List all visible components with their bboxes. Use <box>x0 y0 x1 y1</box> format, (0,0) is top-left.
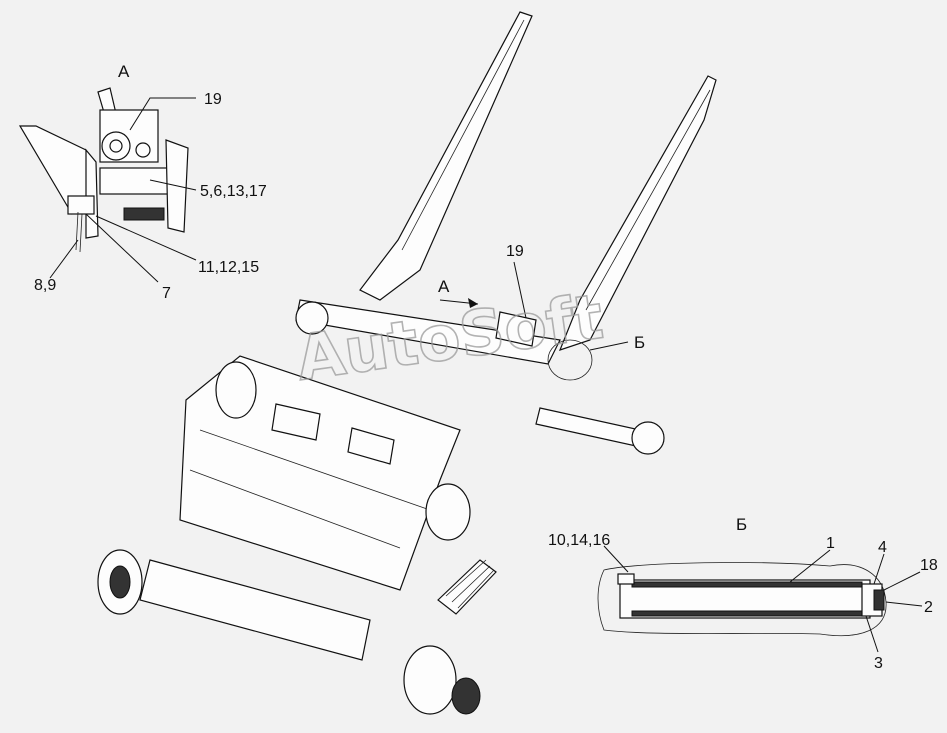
left-boom-edge <box>401 19 525 251</box>
callout-8-9: 8,9 <box>34 277 56 294</box>
leader-1 <box>789 549 831 583</box>
pulley-right <box>425 483 471 541</box>
window-right <box>347 427 395 465</box>
callout-19: 19 <box>204 91 222 108</box>
rear-hub-left <box>295 301 329 335</box>
support-post <box>85 148 99 239</box>
front-drum <box>139 559 371 661</box>
front-wheel-right-hub <box>451 677 481 715</box>
left-boom <box>359 11 533 301</box>
end-plug-left <box>617 573 635 585</box>
main-callout-b: Б <box>634 333 645 352</box>
callout-7: 7 <box>162 285 171 302</box>
bolt-block <box>67 195 95 215</box>
pulley-left <box>215 361 257 419</box>
leader-3 <box>865 615 879 653</box>
view-b-title: Б <box>736 515 747 534</box>
callout-11-12-15: 11,12,15 <box>198 259 259 276</box>
shaft-upper-wall <box>631 581 863 588</box>
right-boom <box>558 75 717 351</box>
leader-main-b <box>589 341 629 351</box>
step-ladder <box>437 559 497 615</box>
leader-11-12-15 <box>95 215 197 261</box>
front-wheel-right <box>403 645 457 715</box>
pin <box>75 211 83 253</box>
view-b-detail: Б 10,14,16 1 4 18 2 3 <box>548 515 938 672</box>
front-wheel-left-hub <box>109 565 131 599</box>
callout-4: 4 <box>878 539 887 556</box>
shaft-lower-wall <box>631 610 863 617</box>
callout-2: 2 <box>924 599 933 616</box>
callout-10-14-16: 10,14,16 <box>548 532 610 549</box>
window-left <box>271 403 321 441</box>
body-rib-1 <box>189 469 401 549</box>
right-boom-edge <box>585 89 711 311</box>
callout-18: 18 <box>920 557 938 574</box>
leader-18 <box>883 571 921 591</box>
clamp-block <box>123 207 165 221</box>
view-a-detail: А 19 5,6,13,17 11,12,15 8,9 7 <box>18 62 267 302</box>
callout-3: 3 <box>874 655 883 672</box>
rear-axle <box>535 407 641 447</box>
hydraulic-block <box>495 311 537 347</box>
leader-7 <box>85 213 159 283</box>
leader-19 <box>129 97 196 131</box>
main-callout-a: А <box>438 277 450 296</box>
view-b-outline <box>597 562 887 637</box>
body-rib-2 <box>199 429 431 511</box>
rear-hub-right <box>631 421 665 455</box>
main-callout-19: 19 <box>506 243 524 260</box>
view-a-title: А <box>118 62 130 81</box>
leader-2 <box>885 601 923 607</box>
leader-main-19 <box>513 261 527 319</box>
bearing <box>873 589 885 611</box>
detail-b-marker <box>547 339 593 381</box>
rotary-valve-hub <box>109 139 123 153</box>
leader-4 <box>873 553 885 585</box>
callout-1: 1 <box>826 535 835 552</box>
view-a-arrow-head <box>468 298 478 308</box>
valve-knob <box>135 142 151 158</box>
leader-8-9 <box>49 239 79 279</box>
callout-5-6-13-17: 5,6,13,17 <box>200 183 267 200</box>
cylinder-block <box>99 167 171 195</box>
leader-5-6-13-17 <box>149 179 197 191</box>
leader-10-14-16 <box>603 545 629 573</box>
main-body <box>179 355 461 591</box>
main-assembly: 19 А Б AutoSoft <box>97 11 717 715</box>
ladder-rungs <box>445 559 495 609</box>
